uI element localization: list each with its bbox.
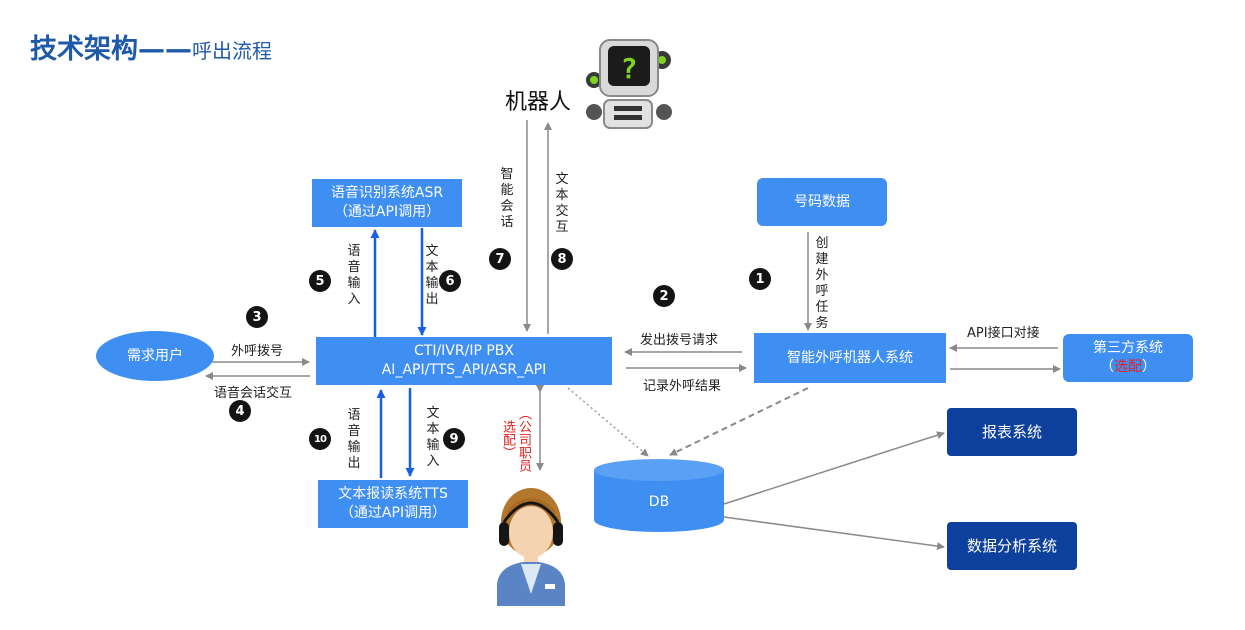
tts-line1: 文本报读系统TTS: [338, 486, 448, 502]
step-badge-10: 10: [309, 428, 331, 450]
label-text-output: 文本输出: [425, 244, 439, 307]
number-data-box: 号码数据: [757, 178, 887, 226]
label-create-task: 创建外呼任务: [815, 236, 829, 331]
arrow-db-report: [723, 431, 945, 505]
step-badge-7: 7: [489, 248, 511, 270]
title-sub: 呼出流程: [192, 39, 272, 63]
arrow-cti-db: [567, 387, 649, 457]
asr-system-box: 语音识别系统ASR （通过API调用）: [312, 179, 462, 227]
svg-text:?: ?: [621, 52, 638, 85]
robot-icon: ?: [586, 39, 672, 129]
robot-label: 机器人: [505, 90, 572, 115]
title-dash: ——: [138, 34, 192, 65]
arrow-db-analysis: [723, 516, 945, 551]
label-text-input: 文本输入: [426, 406, 440, 469]
db-cylinder: [594, 459, 724, 532]
label-record-result: 记录外呼结果: [643, 379, 722, 394]
step-badge-1: 1: [749, 268, 771, 290]
page-title: 技术架构——呼出流程: [30, 30, 272, 73]
cti-line2: AI_API/TTS_API/ASR_API: [381, 362, 547, 378]
user-ellipse: 需求用户: [96, 331, 214, 381]
label-voice-interaction: 语音会话交互: [214, 386, 293, 401]
robot-system-box: 智能外呼机器人系统: [754, 333, 946, 383]
title-main: 技术架构: [30, 34, 138, 65]
label-staff-optional: （公司职员选配）: [500, 406, 531, 472]
third-party-paren-open: （: [1100, 359, 1114, 375]
call-center-agent-icon: [497, 488, 565, 606]
label-text-interaction: 文本交互: [555, 172, 569, 235]
tts-line2: （通过API调用）: [339, 505, 447, 521]
label-smart-conversation: 智能会话: [500, 167, 514, 230]
third-party-line2: （选配）: [1100, 358, 1156, 377]
robot-system-label: 智能外呼机器人系统: [787, 349, 913, 366]
third-party-optional: 选配: [1114, 359, 1142, 375]
cti-box: CTI/IVR/IP PBX AI_API/TTS_API/ASR_API: [316, 337, 612, 385]
step-badge-2: 2: [653, 285, 675, 307]
third-party-box: 第三方系统 （选配）: [1063, 334, 1193, 382]
tts-system-box: 文本报读系统TTS （通过API调用）: [318, 480, 468, 528]
step-badge-9: 9: [443, 428, 465, 450]
db-label: DB: [648, 493, 670, 510]
step-badge-8: 8: [551, 248, 573, 270]
asr-line2: （通过API调用）: [333, 204, 441, 220]
label-voice-input: 语音输入: [347, 244, 361, 307]
report-label: 报表系统: [981, 422, 1042, 441]
step-badge-4: 4: [229, 400, 251, 422]
label-voice-output: 语音输出: [347, 408, 361, 471]
analysis-box: 数据分析系统: [947, 522, 1077, 570]
label-outbound-dial: 外呼拨号: [231, 344, 284, 359]
number-data-label: 号码数据: [794, 193, 850, 210]
arrow-robot-db: [669, 387, 809, 456]
step-badge-3: 3: [246, 306, 268, 328]
label-api-docking: API接口对接: [967, 326, 1040, 341]
asr-line1: 语音识别系统ASR: [330, 185, 444, 201]
user-label: 需求用户: [127, 347, 183, 364]
analysis-label: 数据分析系统: [966, 536, 1057, 555]
label-dial-request: 发出拨号请求: [640, 333, 719, 348]
report-box: 报表系统: [947, 408, 1077, 456]
cti-line1: CTI/IVR/IP PBX: [414, 343, 514, 359]
step-badge-6: 6: [439, 270, 461, 292]
third-party-line1: 第三方系统: [1093, 340, 1163, 356]
third-party-paren-close: ）: [1142, 359, 1156, 375]
step-badge-5: 5: [309, 270, 331, 292]
